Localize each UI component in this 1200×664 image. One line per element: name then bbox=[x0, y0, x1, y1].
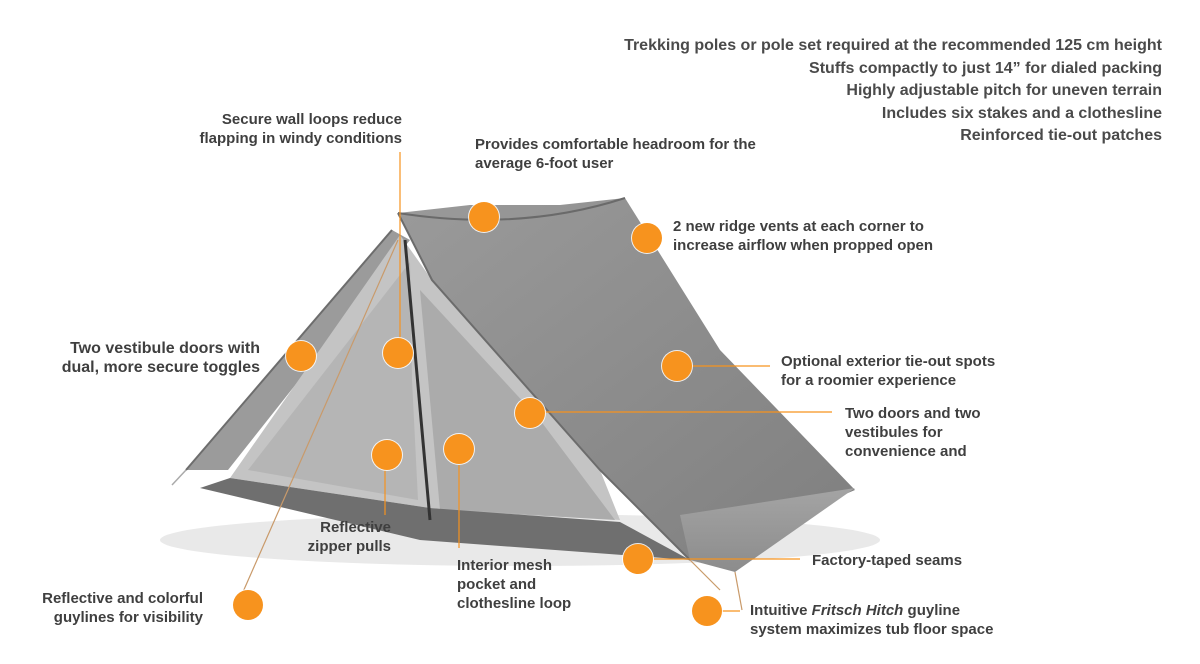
callout-dot-vestibule-doors bbox=[286, 341, 316, 371]
callout-doors-vestibules: Two doors and two vestibules for conveni… bbox=[845, 404, 1045, 461]
callout-line: increase airflow when propped open bbox=[673, 237, 934, 254]
callout-line: Secure wall loops reduce bbox=[221, 111, 402, 128]
callout-text: guyline bbox=[903, 602, 961, 619]
callout-taped-seams: Factory-taped seams bbox=[812, 551, 1032, 570]
callout-guylines: Reflective and colorful guylines for vis… bbox=[20, 589, 203, 627]
callout-line: Intuitive Fritsch Hitch guyline bbox=[750, 601, 1040, 620]
trekking-pole bbox=[403, 239, 432, 521]
right-guyline-2 bbox=[689, 559, 721, 591]
callout-dot-zipper-pulls bbox=[372, 440, 402, 470]
callout-headroom: Provides comfortable headroom for the av… bbox=[475, 135, 795, 173]
feature-item: Stuffs compactly to just 14” for dialed … bbox=[809, 59, 1162, 77]
callout-line: clothesline loop bbox=[457, 595, 572, 612]
callout-line: Optional exterior tie-out spots bbox=[781, 353, 996, 370]
feature-item: Trekking poles or pole set required at t… bbox=[624, 37, 1162, 54]
callout-line: flapping in windy conditions bbox=[199, 130, 403, 147]
left-stake bbox=[171, 469, 187, 486]
callout-dot-headroom bbox=[469, 202, 499, 232]
callout-text: Intuitive bbox=[750, 602, 812, 619]
callout-line: pocket and bbox=[457, 576, 537, 593]
callout-wall-loops: Secure wall loops reduce flapping in win… bbox=[150, 110, 403, 148]
callout-mesh-pocket: Interior mesh pocket and clothesline loo… bbox=[457, 556, 617, 613]
callout-line: Two doors and two bbox=[845, 405, 981, 422]
callout-dot-tie-out-spots bbox=[662, 351, 692, 381]
callout-zipper-pulls: Reflective zipper pulls bbox=[270, 518, 391, 556]
callout-line: for a roomier experience bbox=[781, 372, 957, 389]
left-guyline bbox=[234, 239, 399, 611]
callout-line: Factory-taped seams bbox=[812, 552, 963, 569]
callout-line: vestibules for bbox=[845, 424, 943, 441]
front-seam bbox=[397, 212, 691, 561]
callout-tie-out-spots: Optional exterior tie-out spots for a ro… bbox=[781, 352, 1041, 390]
callout-dot-doors-vestibules bbox=[515, 398, 545, 428]
callout-fritsch-hitch: Intuitive Fritsch Hitch guyline system m… bbox=[750, 601, 1040, 639]
feature-item: Reinforced tie-out patches bbox=[960, 127, 1162, 144]
callout-line: system maximizes tub floor space bbox=[750, 621, 994, 638]
callout-ridge-vents: 2 new ridge vents at each corner to incr… bbox=[673, 217, 973, 255]
feature-list: Trekking poles or pole set required at t… bbox=[624, 35, 1162, 148]
callout-vestibule-doors: Two vestibule doors with dual, more secu… bbox=[30, 339, 260, 377]
mesh-door-panel bbox=[248, 262, 418, 500]
tub-floor bbox=[200, 478, 690, 560]
callout-line: convenience and bbox=[845, 443, 967, 460]
callout-dot-fritsch-hitch bbox=[692, 596, 722, 626]
callout-line: Interior mesh bbox=[457, 557, 553, 574]
callout-line: zipper pulls bbox=[307, 538, 391, 555]
right-vestibule-panel bbox=[680, 488, 855, 572]
feature-item: Includes six stakes and a clothesline bbox=[881, 104, 1162, 122]
callout-line: guylines for visibility bbox=[53, 609, 203, 626]
leader-lines bbox=[384, 152, 832, 612]
callout-line: 2 new ridge vents at each corner to bbox=[673, 218, 924, 235]
callout-dot-ridge-vents bbox=[632, 223, 662, 253]
callout-line: Reflective bbox=[320, 519, 391, 536]
callout-emphasis: Fritsch Hitch bbox=[811, 602, 904, 619]
callout-line: Two vestibule doors with bbox=[70, 340, 260, 357]
callout-line: average 6-foot user bbox=[475, 155, 614, 172]
right-guyline bbox=[734, 571, 743, 611]
callout-dot-mesh-pocket bbox=[444, 434, 474, 464]
main-fly-panel bbox=[398, 198, 855, 560]
callout-line: Provides comfortable headroom for the bbox=[475, 136, 756, 153]
ridge-seam bbox=[397, 197, 626, 221]
callout-line: Reflective and colorful bbox=[42, 590, 203, 607]
feature-item: Highly adjustable pitch for uneven terra… bbox=[846, 82, 1162, 99]
callout-dot-wall-loops bbox=[383, 338, 413, 368]
callout-line: dual, more secure toggles bbox=[61, 359, 260, 376]
callout-dot-taped-seams bbox=[623, 544, 653, 574]
callout-dot-guylines bbox=[233, 590, 263, 620]
